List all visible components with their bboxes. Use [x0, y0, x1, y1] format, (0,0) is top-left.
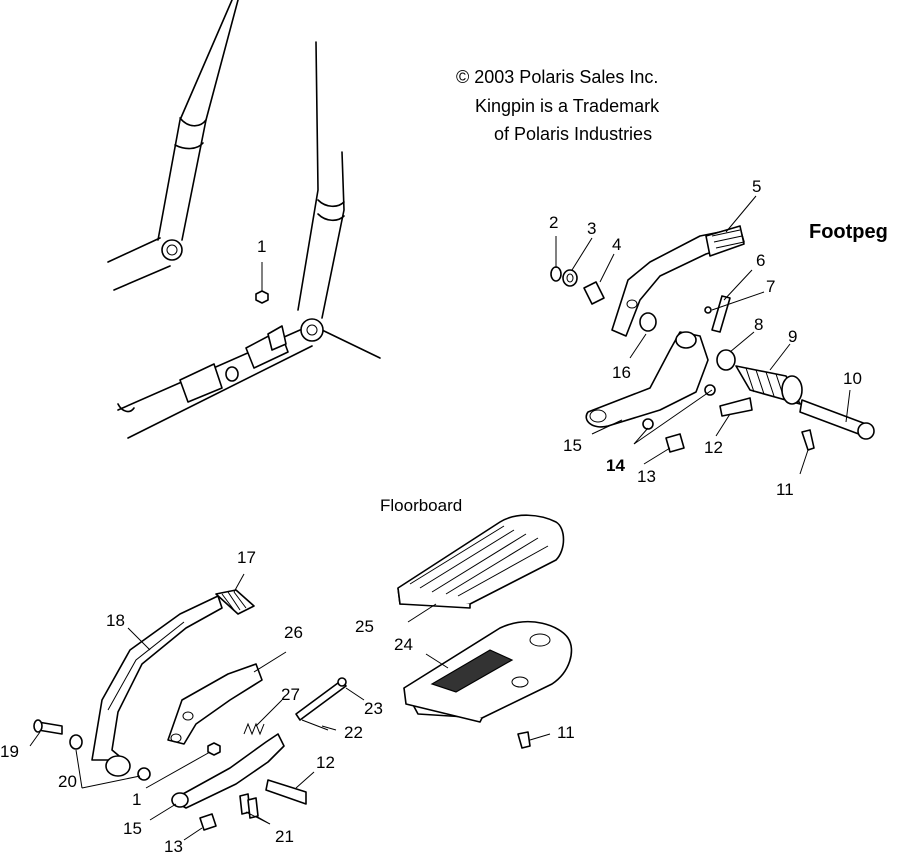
callout-26: 26	[284, 623, 303, 642]
notice-block: © 2003 Polaris Sales Inc. Kingpin is a T…	[456, 67, 660, 144]
callout-15-linkage: 15	[123, 819, 142, 838]
callout-13-footpeg: 13	[637, 467, 656, 486]
floorboard-section-title: Floorboard	[380, 496, 462, 515]
leader-lines	[29, 195, 851, 841]
callout-2: 2	[549, 213, 558, 232]
callout-6: 6	[756, 251, 765, 270]
footpeg-assembly	[550, 225, 875, 453]
callout-22: 22	[344, 723, 363, 742]
callout-13-linkage: 13	[164, 837, 183, 852]
callout-23: 23	[364, 699, 383, 718]
callout-20: 20	[58, 772, 77, 791]
callout-4: 4	[612, 235, 621, 254]
callout-5: 5	[752, 177, 761, 196]
callout-11-floorboard: 11	[557, 723, 575, 742]
floorboard-assembly	[397, 514, 573, 749]
callout-18: 18	[106, 611, 125, 630]
callout-19: 19	[0, 742, 19, 761]
callout-8: 8	[754, 315, 763, 334]
frame-nut	[255, 290, 269, 304]
callout-1-frame: 1	[257, 237, 266, 256]
part-callouts: 1 2 3 4 5 6 7 8 9 10 11 12 13 14 15 16 1…	[0, 177, 862, 856]
callout-15-footpeg: 15	[563, 436, 582, 455]
trademark-line-1: Kingpin is a Trademark	[475, 96, 660, 116]
callout-27: 27	[281, 685, 300, 704]
callout-12-linkage: 12	[316, 753, 335, 772]
callout-25: 25	[355, 617, 374, 636]
callout-12-footpeg: 12	[704, 438, 723, 457]
callout-21: 21	[275, 827, 294, 846]
footpeg-section-title: Footpeg	[809, 221, 888, 243]
callout-3: 3	[587, 219, 596, 238]
trademark-line-2: of Polaris Industries	[494, 124, 652, 144]
callout-7: 7	[766, 277, 775, 296]
callout-9: 9	[788, 327, 797, 346]
callout-10: 10	[843, 369, 862, 388]
callout-16: 16	[612, 363, 631, 382]
copyright-text: © 2003 Polaris Sales Inc.	[456, 67, 658, 87]
callout-11-footpeg: 11	[776, 480, 794, 499]
shift-linkage	[33, 589, 347, 831]
callout-14: 14	[606, 456, 625, 475]
frame-tubes	[107, 0, 381, 439]
callout-24: 24	[394, 635, 413, 654]
callout-1-linkage: 1	[132, 790, 141, 809]
callout-17: 17	[237, 548, 256, 567]
